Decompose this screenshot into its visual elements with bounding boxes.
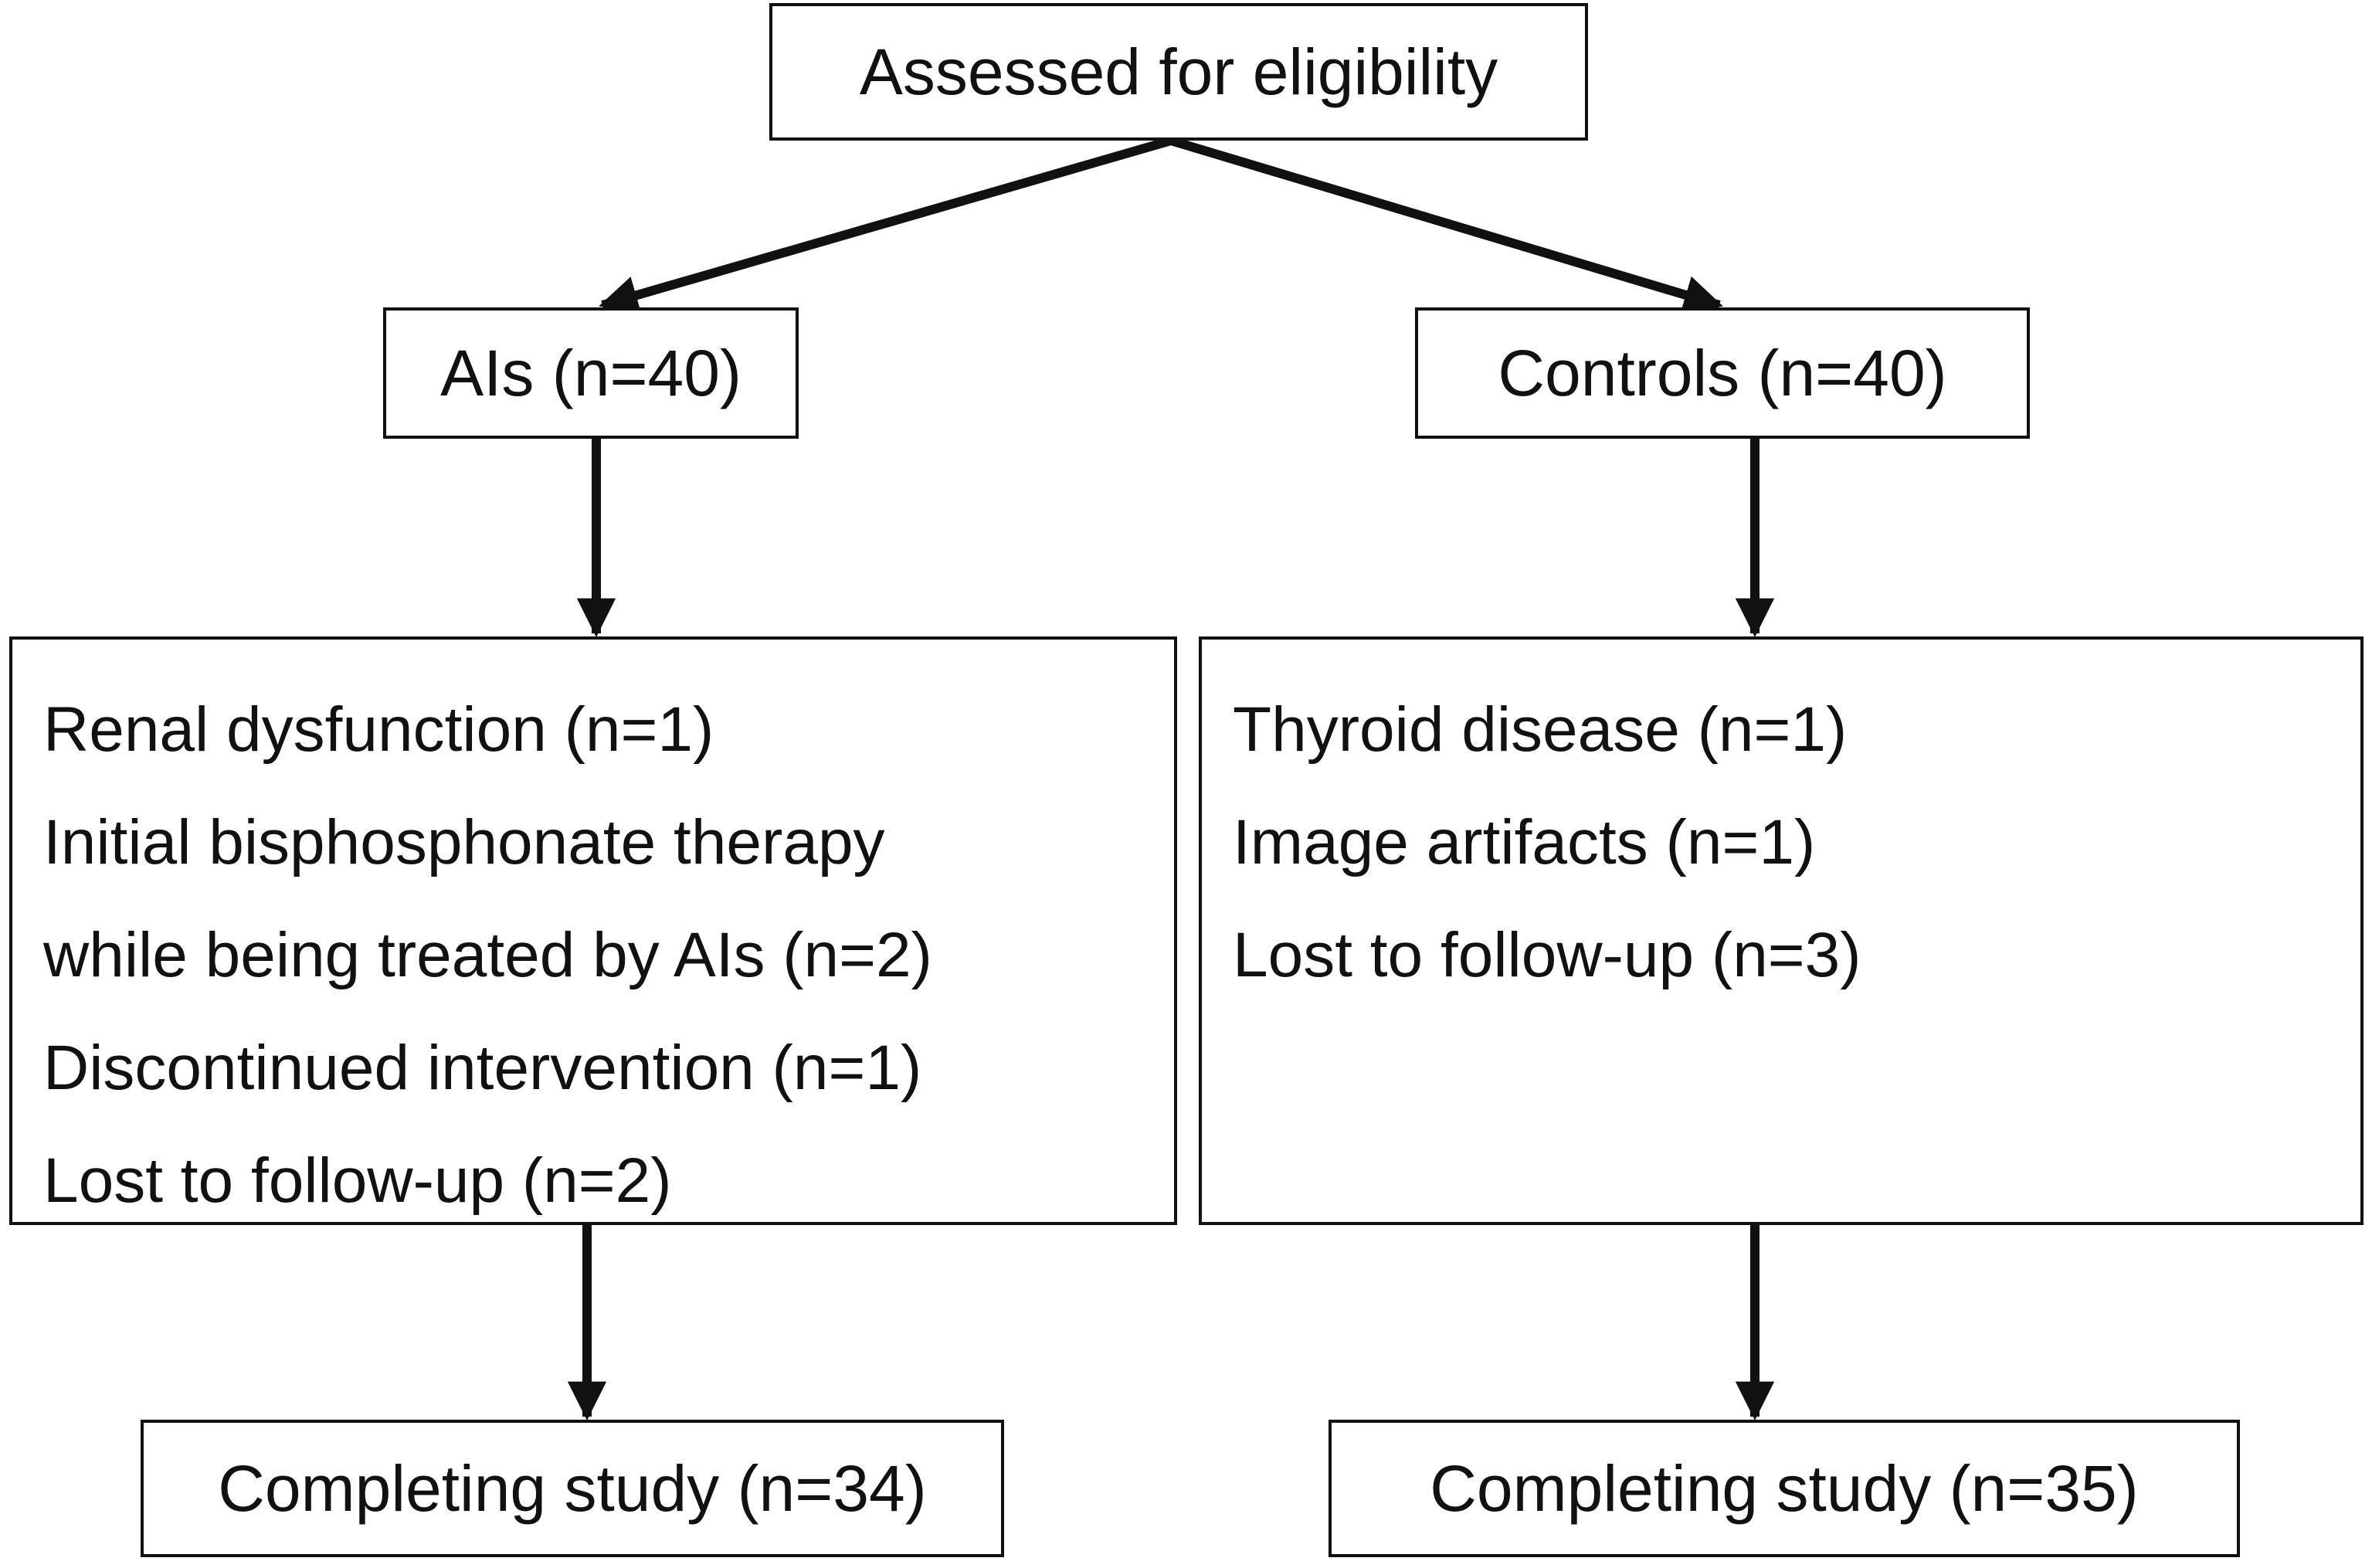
ais-exclusions-box: Renal dysfunction (n=1) Initial bisphosp… xyxy=(9,636,1177,1225)
arrow-top-to-ais xyxy=(599,136,1172,314)
ais-completing-label: Completing study (n=34) xyxy=(218,1452,927,1525)
ais-exclusion-item: while being treated by AIs (n=2) xyxy=(43,920,932,990)
arrow-top-to-controls xyxy=(1169,136,1723,314)
controls-exclusion-item: Image artifacts (n=1) xyxy=(1233,807,1816,877)
ais-group-box: AIs (n=40) xyxy=(383,307,799,439)
controls-exclusion-item: Thyroid disease (n=1) xyxy=(1233,694,1848,765)
controls-completing-box: Completing study (n=35) xyxy=(1329,1420,2240,1557)
ais-exclusion-item: Renal dysfunction (n=1) xyxy=(43,694,714,765)
ais-exclusion-item: Initial bisphosphonate therapy xyxy=(43,807,885,877)
eligibility-box: Assessed for eligibility xyxy=(769,3,1588,141)
ais-exclusion-item: Lost to follow-up (n=2) xyxy=(43,1145,672,1216)
controls-group-label: Controls (n=40) xyxy=(1498,337,1947,409)
controls-group-box: Controls (n=40) xyxy=(1415,307,2030,439)
controls-exclusions-box: Thyroid disease (n=1) Image artifacts (n… xyxy=(1199,636,2364,1225)
ais-exclusion-item: Discontinued intervention (n=1) xyxy=(43,1033,922,1103)
controls-exclusion-item: Lost to follow-up (n=3) xyxy=(1233,920,1861,990)
eligibility-label: Assessed for eligibility xyxy=(859,36,1498,108)
ais-group-label: AIs (n=40) xyxy=(440,337,741,409)
ais-completing-box: Completing study (n=34) xyxy=(141,1420,1004,1557)
controls-completing-label: Completing study (n=35) xyxy=(1430,1452,2139,1525)
